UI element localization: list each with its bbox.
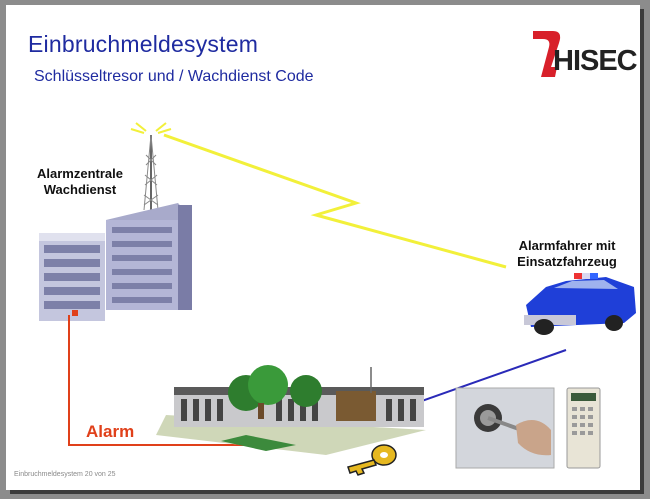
- alarm-driver-label: Alarmfahrer mit Einsatzfahrzeug: [506, 238, 628, 270]
- radio-link-line: [163, 133, 507, 269]
- hisec-logo: [533, 31, 561, 77]
- key-lock-icon: [455, 387, 555, 469]
- office-building-icon: [39, 203, 192, 321]
- logo-text: HISEC: [553, 45, 638, 77]
- central-station-label-line2: Wachdienst: [43, 182, 117, 197]
- alarm-label: Alarm: [86, 422, 135, 441]
- keypad-icon: [566, 387, 601, 469]
- police-car-icon: [524, 273, 636, 335]
- key-icon: [347, 444, 397, 476]
- central-station-label: Alarmzentrale Wachdienst: [30, 166, 130, 198]
- alarm-line: [68, 315, 276, 446]
- slide-subtitle: Schlüsseltresor und / Wachdienst Code: [34, 68, 314, 85]
- antenna-tower-icon: [130, 122, 172, 211]
- alarm-driver-label-line2: Einsatzfahrzeug: [517, 254, 617, 269]
- alarm-driver-label-line1: Alarmfahrer mit: [518, 238, 616, 253]
- slide-title: Einbruchmeldesystem: [28, 31, 259, 57]
- scene-illustration: [39, 122, 636, 476]
- slide: Einbruchmeldesystem Schlüsseltresor und …: [6, 5, 640, 490]
- slide-footer: Einbruchmeldesystem 20 von 25: [14, 471, 116, 478]
- building-with-trees-icon: [156, 365, 426, 455]
- central-station-label-line1: Alarmzentrale: [37, 166, 123, 181]
